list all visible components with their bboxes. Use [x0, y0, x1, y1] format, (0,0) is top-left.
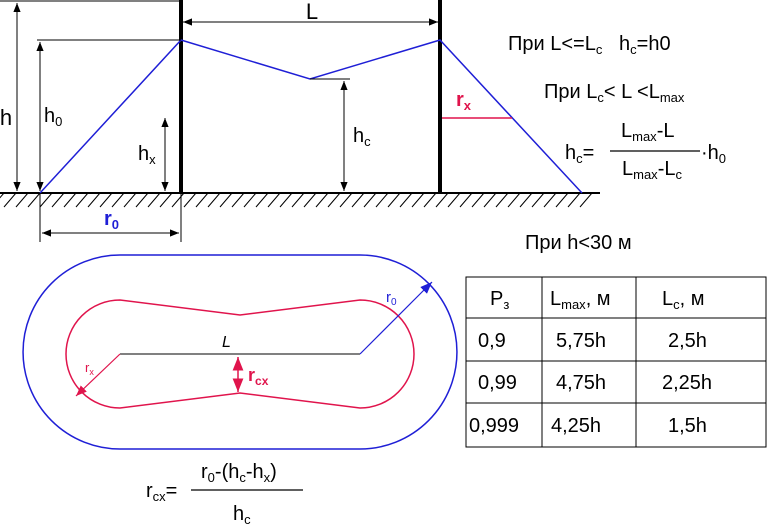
r0-label: r0 — [104, 208, 119, 232]
table-header-pz: Рз — [490, 288, 509, 312]
ground-hatch-line — [483, 192, 497, 208]
table-cell: 5,75h — [556, 330, 606, 352]
rcx-formula-numerator: r0-(hc-hx) — [201, 461, 277, 485]
ground-hatch-line — [447, 192, 461, 208]
table-cell: 4,25h — [551, 415, 601, 437]
ground-hatch-line — [567, 192, 581, 208]
hc-formula-lhs: hc= — [565, 142, 594, 166]
ground-hatch-line — [375, 192, 389, 208]
ground-hatch-line — [15, 192, 29, 208]
plan-view: L r0 rx rcx — [22, 254, 458, 450]
ground-hatch-line — [315, 192, 329, 208]
ground-hatch-line — [0, 192, 5, 199]
hc-label: hc — [353, 125, 371, 149]
probability-table: Рз Lmax, м Lc, м 0,9 5,75h 2,5h 0,99 4,7… — [465, 276, 767, 448]
table-cell: 0,9 — [478, 330, 506, 352]
ground-hatch-line — [39, 192, 53, 208]
table-cell: 2,25h — [662, 372, 712, 394]
ground-hatch-line — [99, 192, 113, 208]
plan-rx-arrow — [75, 353, 121, 397]
hc-formula-denominator: Lmax-Lc — [622, 158, 682, 182]
table-cell: 1,5h — [668, 415, 707, 437]
L-label: L — [306, 0, 318, 24]
ground-hatch-line — [243, 192, 257, 208]
ground-hatch-line — [423, 192, 437, 208]
inner-zone-outline — [65, 299, 415, 409]
rcx-formula-denominator: hc — [233, 503, 251, 527]
condition-2: При Lc< L <Lmax — [544, 81, 685, 105]
table-frame — [465, 276, 767, 448]
ground-hatch-line — [327, 192, 341, 208]
plan-r0-arrow — [359, 281, 433, 355]
rcx-formula-lhs: rcx= — [146, 480, 177, 504]
ground-hatch-line — [411, 192, 425, 208]
ground-hatch-line — [171, 192, 185, 208]
ground-hatch-line — [231, 192, 245, 208]
ground-hatch-line — [195, 192, 209, 208]
protection-zone-outline — [39, 39, 583, 194]
plan-L-label: L — [222, 334, 231, 351]
h-label: h — [0, 105, 12, 130]
plan-rx-label: rx — [85, 360, 94, 377]
ground-hatch-line — [63, 192, 77, 208]
ground-hatch-line — [303, 192, 317, 208]
ground-hatch-line — [363, 192, 377, 208]
formulas: При L<=Lc hc=h0 При Lc< L <Lmax hc= Lmax… — [508, 33, 726, 254]
ground-hatch-line — [351, 192, 365, 208]
rcx-formula: rcx= r0-(hc-hx) hc — [146, 461, 303, 527]
ground-hatch-line — [531, 192, 545, 208]
table-header-lc: Lc, м — [662, 288, 705, 312]
table-cell: 4,75h — [556, 372, 606, 394]
ground-hatch-line — [507, 192, 521, 208]
ground-hatch-line — [579, 192, 593, 208]
hx-label: hx — [138, 143, 156, 167]
hc-formula-numerator: Lmax-L — [621, 120, 674, 144]
ground-hatch — [0, 192, 593, 208]
ground-hatch-line — [387, 192, 401, 208]
hc-formula-tail: ·h0 — [701, 142, 726, 166]
outer-zone-outline — [22, 254, 458, 450]
rx-label: rx — [456, 89, 472, 113]
ground-hatch-line — [111, 192, 125, 208]
side-view: L h h0 hx hc rx r0 — [0, 0, 600, 242]
ground-hatch-line — [543, 192, 557, 208]
ground-hatch-line — [339, 192, 353, 208]
ground-hatch-line — [435, 192, 449, 208]
ground-hatch-line — [27, 192, 41, 208]
ground-hatch-line — [279, 192, 293, 208]
ground-hatch-line — [207, 192, 221, 208]
condition-1: При L<=Lc hc=h0 — [508, 33, 671, 57]
ground-hatch-line — [459, 192, 473, 208]
ground-hatch-line — [3, 192, 17, 208]
ground-hatch-line — [159, 192, 173, 208]
ground-hatch-line — [555, 192, 569, 208]
table-cell: 0,999 — [469, 415, 519, 437]
ground-hatch-line — [75, 192, 89, 208]
ground-hatch-line — [51, 192, 65, 208]
ground-hatch-line — [291, 192, 305, 208]
ground-hatch-line — [219, 192, 233, 208]
ground-hatch-line — [183, 192, 197, 208]
table-cell: 0,99 — [478, 372, 517, 394]
table-cell: 2,5h — [668, 330, 707, 352]
h0-label: h0 — [44, 105, 62, 129]
ground-hatch-line — [519, 192, 533, 208]
ground-hatch-line — [267, 192, 281, 208]
table-header-lmax: Lmax, м — [550, 288, 611, 312]
ground-hatch-line — [147, 192, 161, 208]
ground-hatch-line — [123, 192, 137, 208]
ground-hatch-line — [135, 192, 149, 208]
ground-hatch-line — [255, 192, 269, 208]
ground-hatch-line — [399, 192, 413, 208]
ground-hatch-line — [495, 192, 509, 208]
ground-hatch-line — [87, 192, 101, 208]
plan-rcx-label: rcx — [248, 365, 269, 388]
plan-r0-label: r0 — [386, 289, 397, 308]
ground-hatch-line — [471, 192, 485, 208]
condition-3: При h<30 м — [525, 232, 632, 254]
